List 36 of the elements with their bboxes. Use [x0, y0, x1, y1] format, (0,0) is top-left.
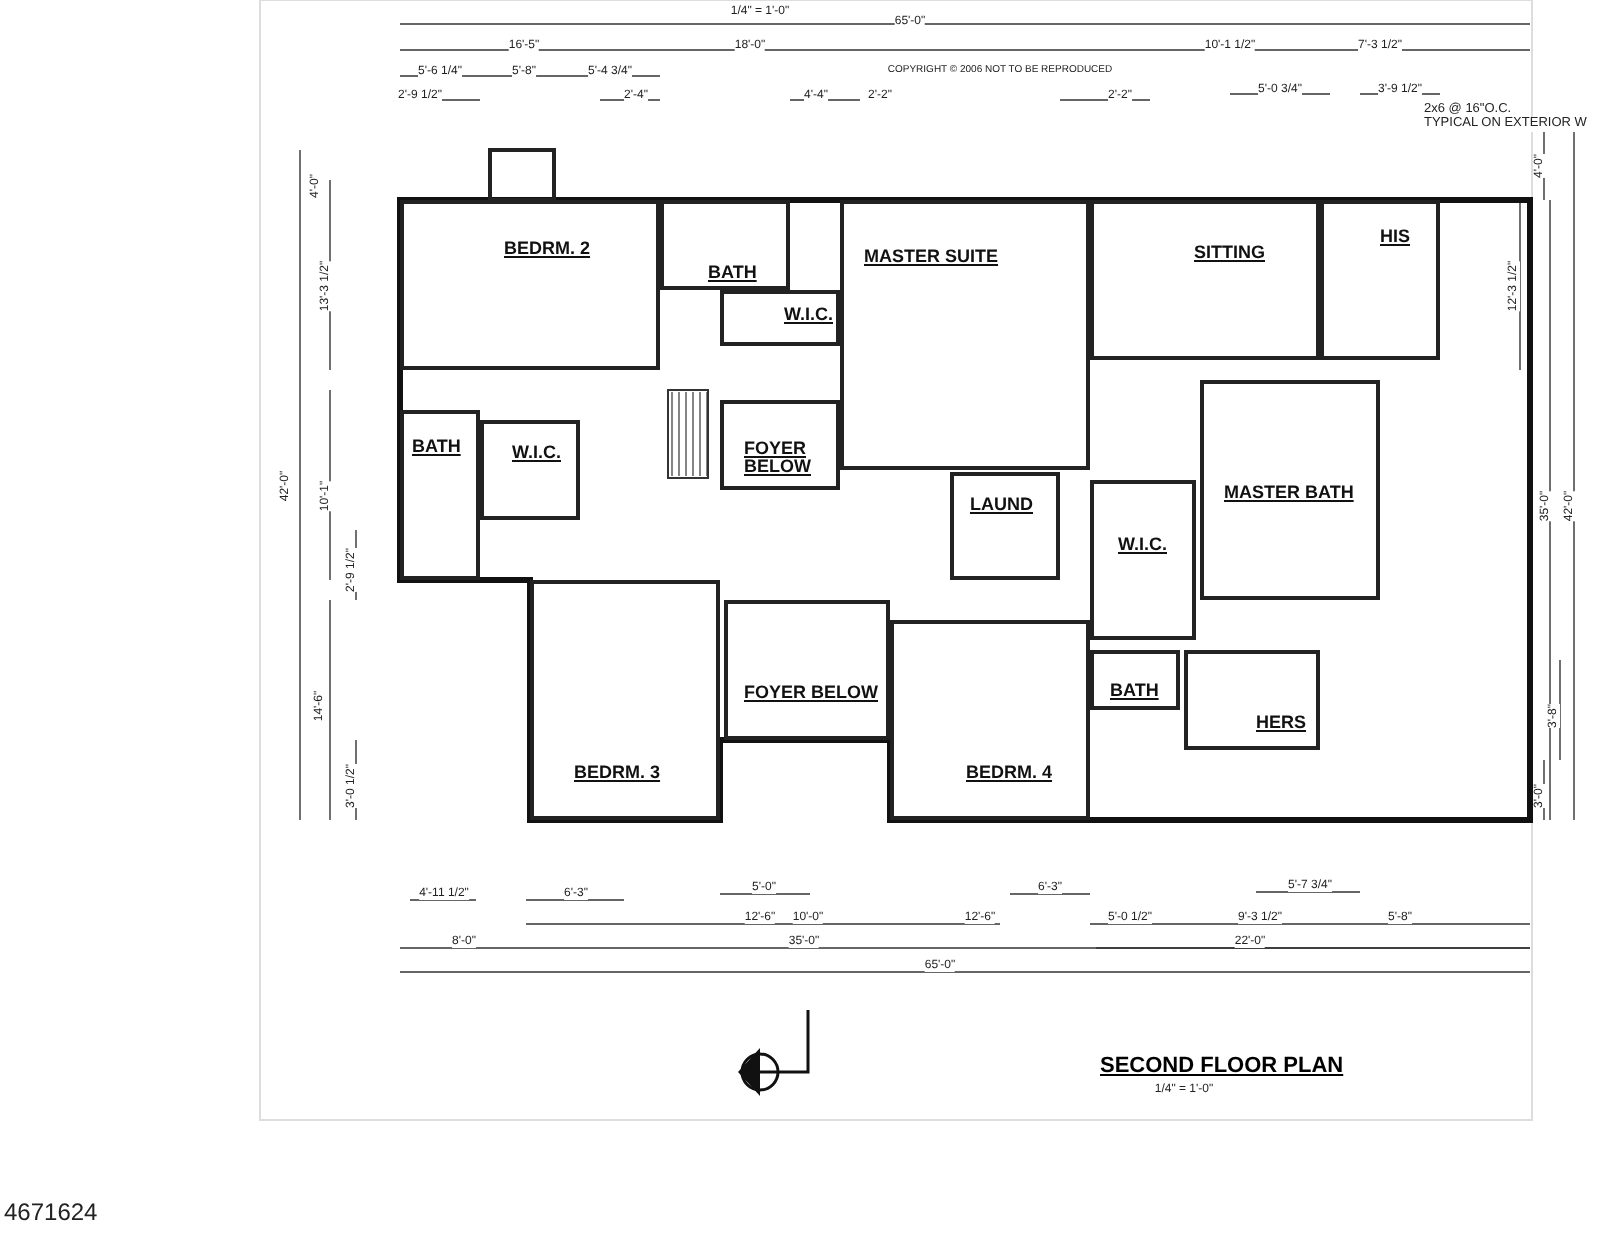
- room-outline: [480, 420, 580, 520]
- room-outline: [400, 410, 480, 580]
- room-name: BATH: [708, 264, 757, 282]
- room-name: HERS: [1256, 714, 1307, 732]
- room-name: BEDRM. 2: [504, 240, 591, 258]
- room-outline: [660, 200, 790, 290]
- room-name: FOYER BELOW: [744, 440, 813, 476]
- room-outline: [1090, 200, 1320, 360]
- room-outline: [950, 472, 1060, 580]
- room-outline: [1090, 480, 1196, 640]
- room-outline: [1200, 380, 1380, 600]
- room-name: W.I.C.: [512, 444, 561, 462]
- room-name: MASTER SUITE: [864, 248, 999, 266]
- room-outline: [1184, 650, 1320, 750]
- room-outline: [720, 290, 840, 346]
- room-outline: [724, 600, 890, 740]
- scale-note: 4671624: [4, 1200, 98, 1224]
- room-outline: [400, 200, 660, 370]
- room-name: W.I.C.: [1118, 536, 1167, 554]
- room-name: BATH: [1110, 682, 1159, 700]
- room-outline: [840, 200, 1090, 470]
- room-outline: [1090, 650, 1180, 710]
- room-outline: [530, 580, 720, 820]
- room-name: SITTING: [1194, 244, 1265, 262]
- room-outline: [720, 400, 840, 490]
- room-name: W.I.C.: [784, 306, 833, 324]
- room-name: BATH: [412, 438, 461, 456]
- room-name: BEDRM. 4: [966, 764, 1053, 782]
- drawing-title: SECOND FLOOR PLAN: [1100, 1054, 1344, 1078]
- room-outline: [1320, 200, 1440, 360]
- room-name: HIS: [1380, 228, 1411, 246]
- room-name: MASTER BATH: [1224, 484, 1354, 502]
- room-name: FOYER BELOW: [744, 684, 878, 702]
- room-name: LAUND: [970, 496, 1033, 514]
- room-name: BEDRM. 3: [574, 764, 661, 782]
- room-outline: [890, 620, 1090, 820]
